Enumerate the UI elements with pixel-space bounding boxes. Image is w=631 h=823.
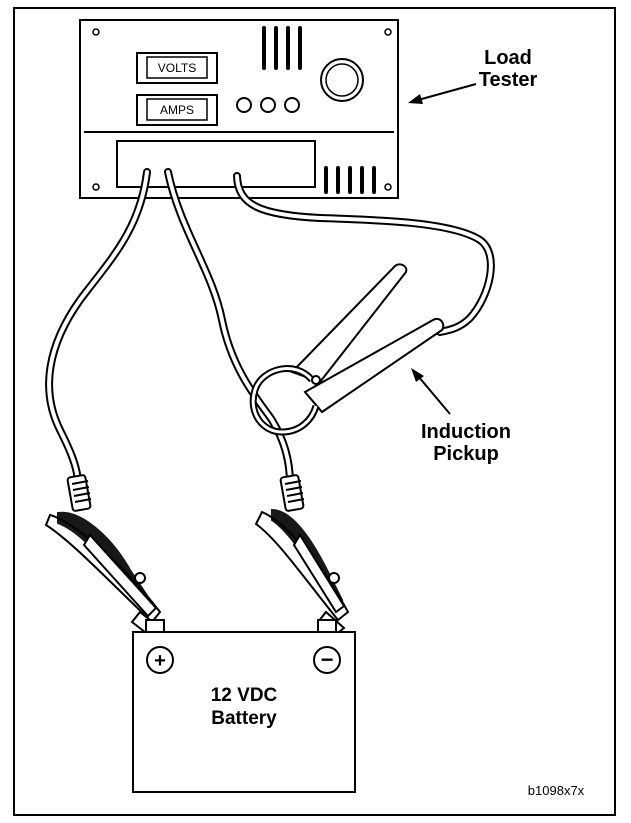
screw-icon (384, 183, 392, 191)
load-tester-label-line2: Tester (479, 69, 538, 91)
induction-pickup-callout: Induction Pickup (411, 368, 511, 465)
battery-label-line2: Battery (211, 708, 277, 729)
amps-label: AMPS (160, 103, 194, 117)
battery: + − 12 VDC Battery (132, 619, 356, 793)
positive-terminal-icon (146, 646, 174, 674)
negative-terminal-symbol: − (321, 647, 334, 672)
load-tester-arrow-icon (417, 83, 477, 101)
load-tester-callout: Load Tester (408, 47, 537, 104)
amps-meter: AMPS (136, 94, 218, 126)
top-vent-icon (262, 26, 302, 70)
negative-clip (254, 474, 350, 638)
volts-label: VOLTS (158, 61, 196, 75)
load-tester-unit: VOLTS AMPS (79, 19, 399, 199)
cables (45, 168, 495, 488)
induction-pickup-clamp (249, 263, 445, 436)
screw-icon (384, 28, 392, 36)
load-tester-label-line1: Load (484, 47, 532, 69)
induction-pickup-label-line2: Pickup (433, 443, 499, 465)
induction-pickup-arrow-icon (417, 375, 451, 415)
induction-pickup-label-line1: Induction (421, 421, 511, 443)
positive-clip (44, 474, 162, 638)
indicator-lamp-icon (236, 97, 252, 113)
indicator-lamp-icon (284, 97, 300, 113)
negative-terminal-icon (313, 646, 341, 674)
bottom-vent-icon (324, 166, 376, 194)
positive-terminal-symbol: + (154, 650, 166, 672)
figure-id: b1098x7x (528, 783, 585, 798)
screw-icon (92, 28, 100, 36)
screw-icon (92, 183, 100, 191)
battery-label-line1: 12 VDC (211, 685, 278, 706)
indicator-lamp-icon (260, 97, 276, 113)
volts-meter: VOLTS (136, 52, 218, 84)
load-knob-icon (320, 58, 364, 102)
figure-frame (13, 7, 616, 816)
